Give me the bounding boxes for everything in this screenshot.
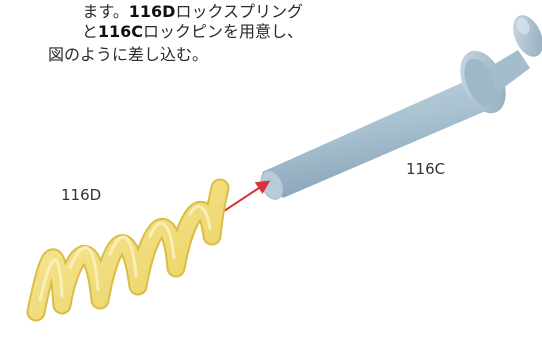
lock-pin-neck: [488, 50, 530, 92]
instruction-line-1-pre: ます。: [82, 2, 129, 21]
lock-spring-coil: [28, 180, 228, 320]
lock-spring-116d: [26, 178, 230, 322]
part-number-116d: 116D: [128, 2, 176, 21]
instruction-line-3-text: 図のように差し込む。: [47, 45, 208, 64]
spring-label: 116D: [61, 186, 102, 204]
lock-pin-head-highlight: [516, 17, 530, 35]
lock-spring-highlight: [38, 205, 212, 302]
instruction-line-2: と116Cロックピンを用意し、: [82, 22, 303, 42]
lock-pin-116c: [260, 15, 542, 200]
part-number-116c: 116C: [97, 22, 143, 41]
instruction-line-2-pre: と: [81, 22, 98, 41]
lock-pin-body: [262, 80, 488, 198]
pin-label: 116C: [406, 160, 446, 178]
instruction-line-3: 図のように差し込む。: [48, 45, 208, 65]
instruction-line-1-post: ロックスプリング: [175, 2, 303, 21]
instruction-line-1: ます。116Dロックスプリング: [82, 2, 303, 22]
instruction-line-2-post: ロックピンを用意し、: [142, 22, 303, 41]
